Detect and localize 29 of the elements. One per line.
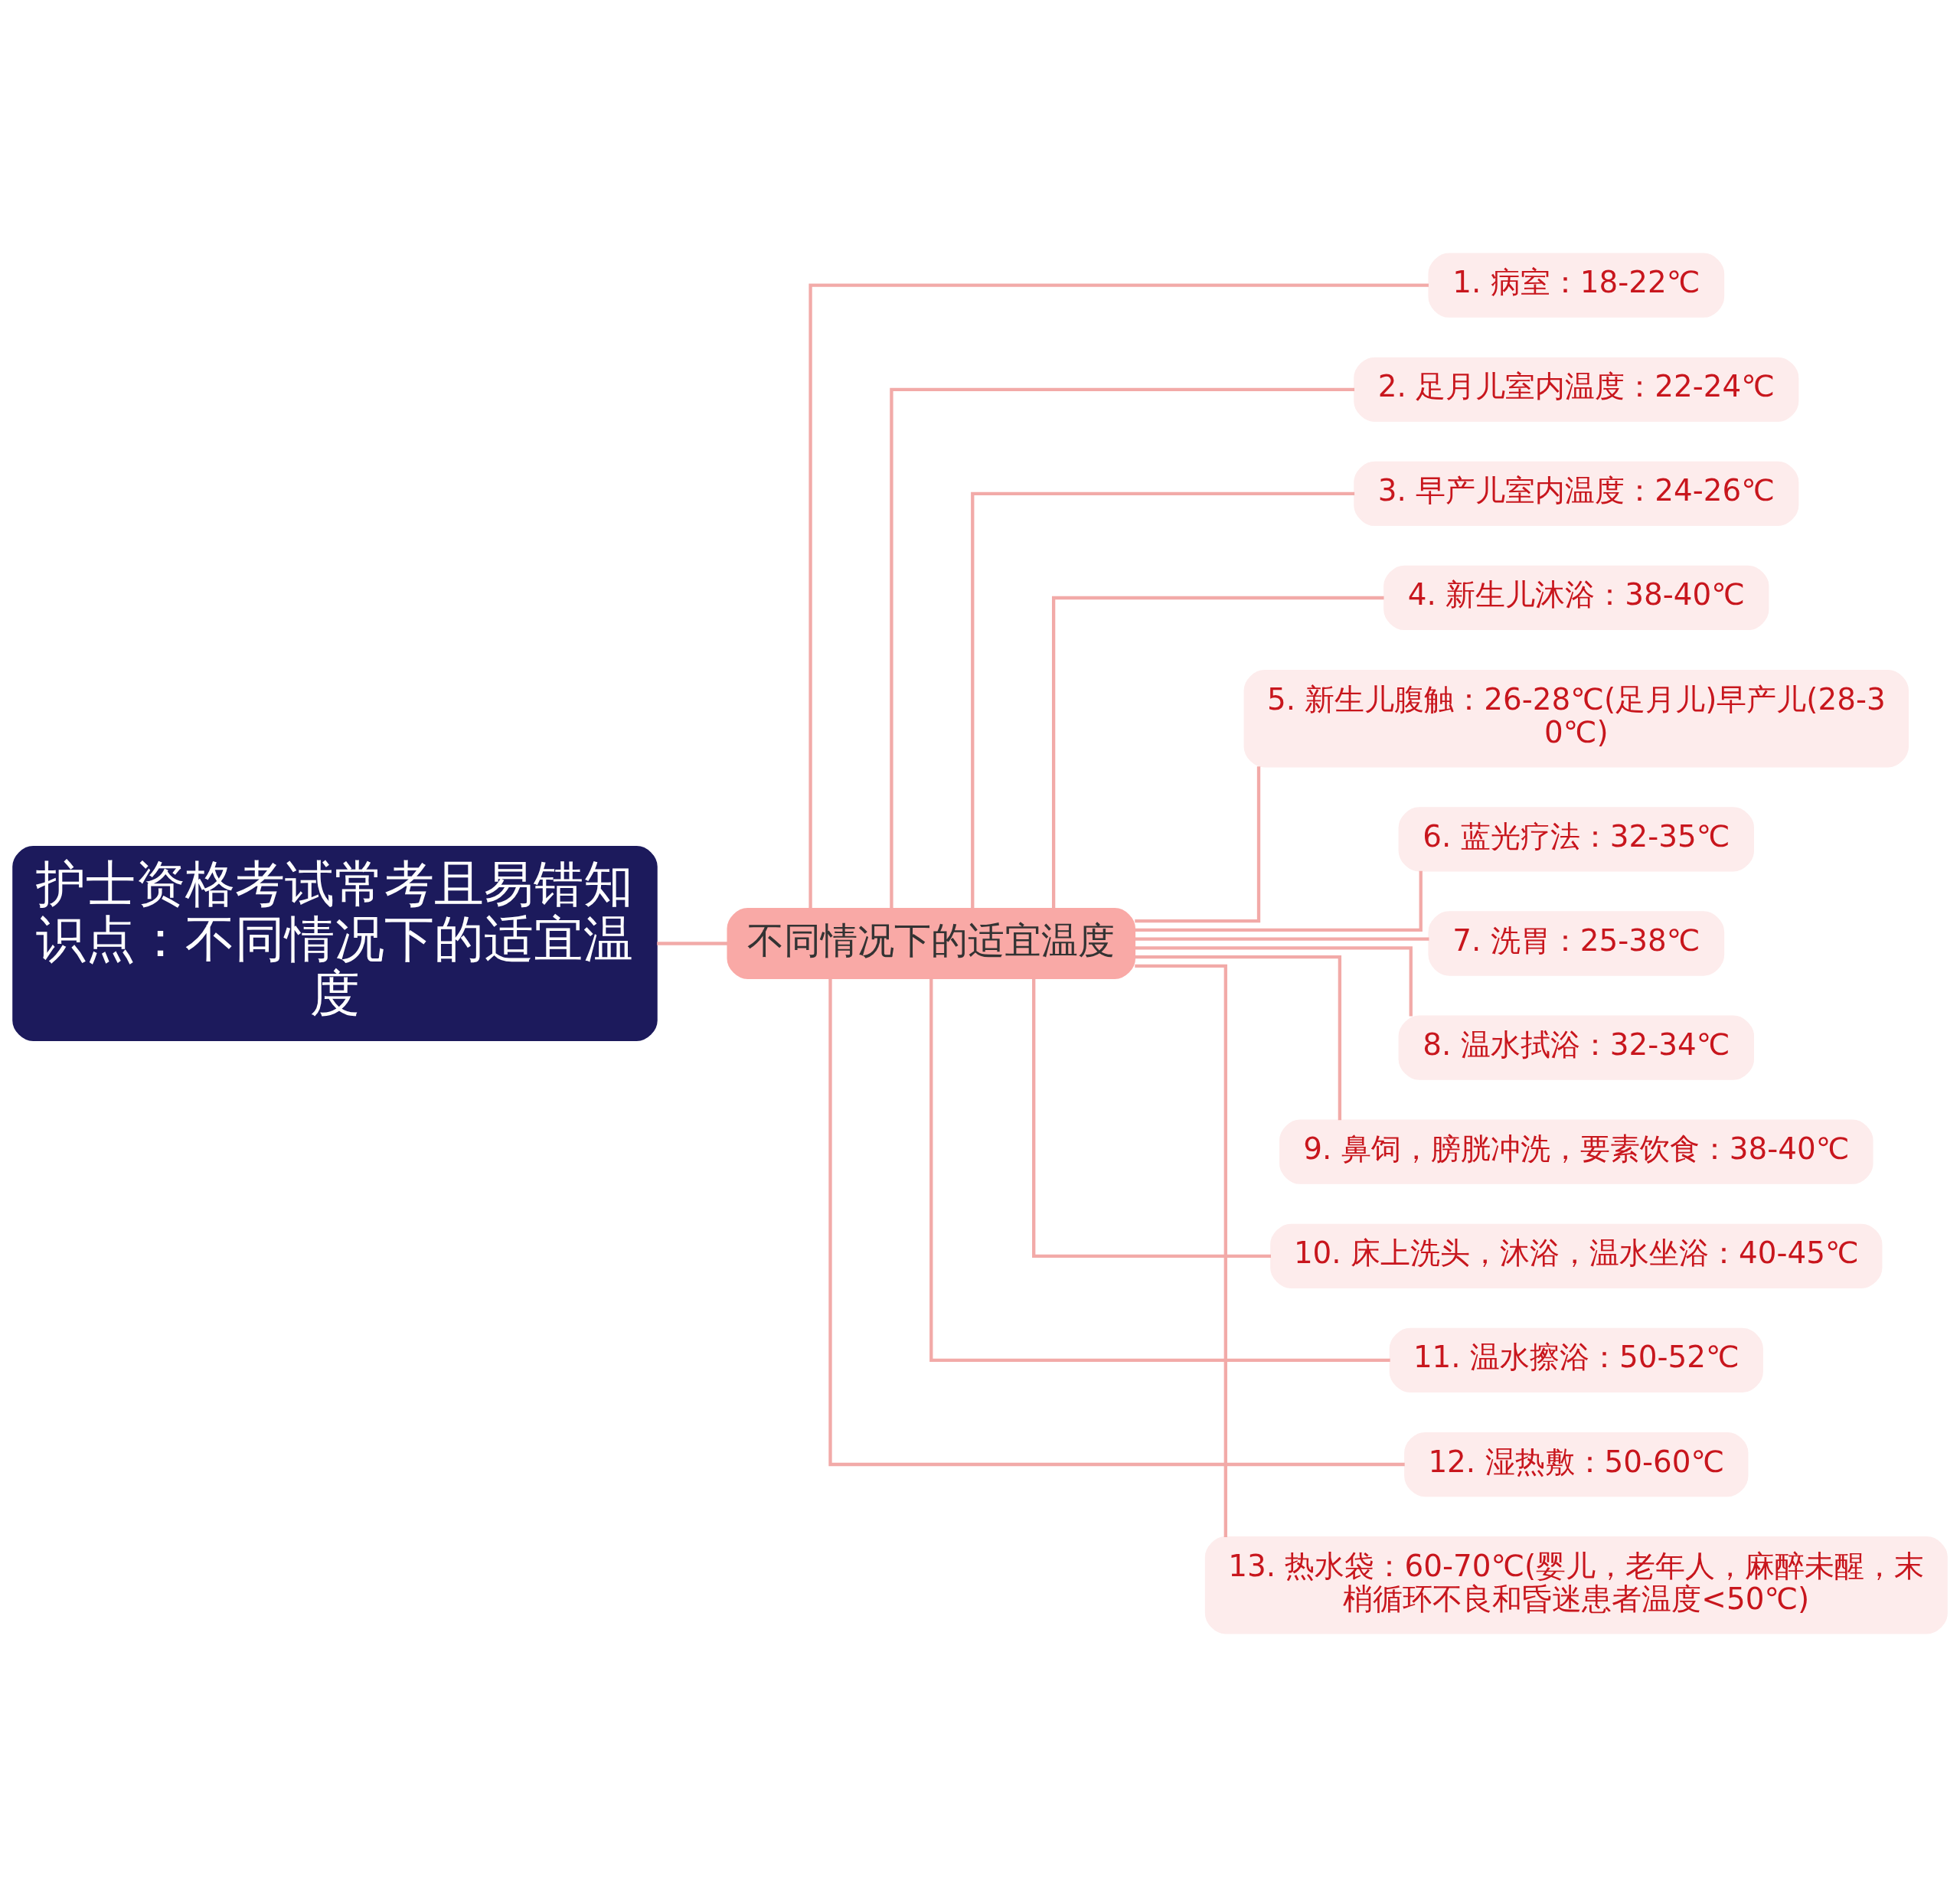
node-box: 5. 新生儿腹触：26-28℃(足月儿)早产儿(28-30℃) <box>1243 669 1909 768</box>
node-box: 6. 蓝光疗法：32-35℃ <box>1398 807 1755 872</box>
connector <box>1135 964 1227 1537</box>
connector <box>1051 596 1384 909</box>
node-box: 4. 新生儿沐浴：38-40℃ <box>1383 565 1769 631</box>
node-box: 12. 湿热敷：50-60℃ <box>1404 1432 1749 1497</box>
node-box: 1. 病室：18-22℃ <box>1428 253 1725 318</box>
connector <box>929 978 1390 1363</box>
connector <box>1135 870 1423 932</box>
node-box: 护士资格考试常考且易错知识点：不同情况下的适宜温度 <box>12 846 658 1041</box>
connector <box>828 978 1405 1467</box>
node-box: 10. 床上洗头，沐浴，温水坐浴：40-45℃ <box>1270 1223 1883 1288</box>
connector <box>890 387 1355 909</box>
node-box: 3. 早产儿室内温度：24-26℃ <box>1354 461 1799 527</box>
node-box: 7. 洗胃：25-38℃ <box>1428 911 1725 976</box>
connector <box>808 283 1429 909</box>
node-box: 2. 足月儿室内温度：22-24℃ <box>1354 357 1799 422</box>
connector <box>1032 978 1271 1258</box>
connector <box>1135 955 1342 1121</box>
connector <box>1135 946 1413 1017</box>
node-box: 13. 热水袋：60-70℃(婴儿，老年人，麻醉未醒，末梢循环不良和昏迷患者温度<50℃) <box>1204 1536 1948 1634</box>
connector <box>1135 766 1261 923</box>
node-box: 9. 鼻饲，膀胱冲洗，要素饮食：38-40℃ <box>1279 1119 1873 1184</box>
node-box: 11. 温水擦浴：50-52℃ <box>1389 1327 1763 1393</box>
connector <box>657 942 728 945</box>
connector <box>971 491 1355 909</box>
node-box: 不同情况下的适宜温度 <box>727 908 1136 979</box>
node-box: 8. 温水拭浴：32-34℃ <box>1398 1015 1755 1080</box>
connector <box>1135 937 1429 941</box>
